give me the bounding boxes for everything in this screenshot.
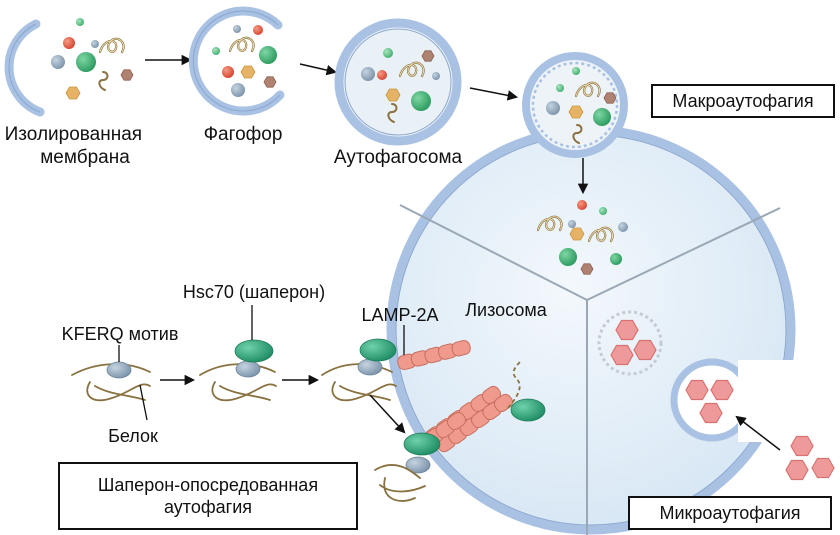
red-particle bbox=[222, 66, 234, 78]
label-macroautophagy: Макроаутофагия bbox=[651, 84, 835, 118]
small-green-particle bbox=[556, 84, 564, 92]
red-particle bbox=[63, 37, 75, 49]
red-particle bbox=[253, 25, 263, 35]
gray-particle bbox=[618, 222, 628, 232]
small-green-particle bbox=[76, 18, 84, 26]
protein-strand bbox=[98, 37, 125, 54]
hexagon-particle bbox=[580, 263, 594, 275]
green-particle bbox=[76, 52, 96, 72]
small-green-particle bbox=[599, 207, 607, 215]
green-particle bbox=[610, 253, 622, 265]
label-chaperone-mediated-autophagy: Шаперон-опосредованная аутофагия bbox=[58, 462, 358, 530]
hexagon-particle bbox=[263, 76, 277, 88]
gray-particle bbox=[51, 55, 65, 69]
label-lamp2a: LAMP-2A bbox=[361, 305, 438, 325]
gray-particle bbox=[91, 40, 99, 48]
hexagon-particle bbox=[65, 86, 81, 100]
lysosome-cargo bbox=[536, 200, 628, 275]
hexagon-cargo bbox=[610, 344, 634, 366]
kferq-motif bbox=[235, 360, 261, 378]
hexagon-particle bbox=[603, 92, 617, 104]
hexagon-cargo bbox=[699, 402, 723, 424]
gray-particle bbox=[361, 67, 375, 81]
hexagon-particle bbox=[569, 227, 585, 241]
arrow bbox=[469, 87, 519, 101]
arrow bbox=[369, 394, 406, 434]
lysosome bbox=[386, 125, 796, 535]
hsc70-chaperone bbox=[359, 338, 397, 362]
hexagon-particle bbox=[385, 88, 401, 102]
gray-particle bbox=[233, 25, 241, 33]
label-protein: Белок bbox=[108, 426, 158, 446]
isolated-membrane bbox=[4, 18, 134, 117]
green-particle bbox=[411, 91, 431, 111]
kferq-motif bbox=[357, 358, 383, 376]
hexagon-particle bbox=[240, 65, 256, 79]
protein-strand bbox=[98, 71, 109, 91]
label-hsc70: Hsc70 (шаперон) bbox=[183, 282, 325, 302]
small-green-particle bbox=[572, 67, 580, 75]
green-particle bbox=[259, 46, 277, 64]
green-particle bbox=[559, 248, 577, 266]
gray-particle bbox=[568, 220, 576, 228]
kferq-motif bbox=[405, 456, 431, 474]
arrow bbox=[735, 415, 781, 451]
autophagosome bbox=[334, 18, 462, 146]
protein-with-motif bbox=[71, 361, 151, 402]
label-kferq-motif: KFERQ мотив bbox=[62, 324, 179, 344]
callout-line bbox=[139, 384, 148, 421]
hexagon-particle bbox=[421, 50, 435, 62]
hsc70-chaperone bbox=[403, 432, 441, 456]
hexagon-cargo bbox=[633, 339, 657, 361]
red-particle bbox=[577, 200, 587, 210]
red-particle bbox=[377, 70, 387, 80]
gray-particle bbox=[546, 101, 560, 115]
fusing-autophagosome bbox=[522, 52, 628, 158]
hexagon-cargo bbox=[785, 459, 809, 481]
gray-particle bbox=[432, 72, 440, 80]
label-microautophagy: Микроаутофагия bbox=[628, 496, 832, 530]
label-phagophore: Фагофор bbox=[204, 124, 283, 145]
hexagon-cargo bbox=[790, 435, 814, 457]
lysosome-invagination bbox=[670, 358, 798, 442]
docking-complex bbox=[321, 338, 473, 402]
hexagon-cargo bbox=[685, 379, 709, 401]
free-hexagons bbox=[785, 435, 835, 481]
hexagon-cargo bbox=[615, 319, 639, 341]
sector-dividers bbox=[399, 204, 781, 535]
protein-hsc70-complex bbox=[199, 339, 277, 402]
label-autophagosome: Аутофагосома bbox=[334, 147, 463, 168]
translocation-complex bbox=[374, 359, 546, 502]
lysosomal-hsc70 bbox=[510, 398, 546, 422]
hexagon-particle bbox=[568, 105, 584, 119]
phagophore bbox=[188, 6, 285, 116]
label-lysosome: Лизосома bbox=[465, 300, 548, 320]
hexagon-particle bbox=[120, 69, 134, 81]
label-isolated-membrane: Изолированная мембрана bbox=[5, 124, 148, 168]
kferq-motif bbox=[106, 361, 132, 379]
protein-strand bbox=[228, 36, 255, 53]
gray-particle bbox=[231, 83, 245, 97]
small-green-particle bbox=[212, 47, 220, 55]
arrow bbox=[299, 63, 338, 76]
green-particle bbox=[593, 108, 611, 126]
hexagon-cargo bbox=[811, 457, 835, 479]
hsc70-chaperone bbox=[234, 339, 274, 363]
hexagon-cargo bbox=[710, 379, 734, 401]
micro-vesicle bbox=[597, 310, 663, 376]
small-green-particle bbox=[383, 48, 393, 58]
